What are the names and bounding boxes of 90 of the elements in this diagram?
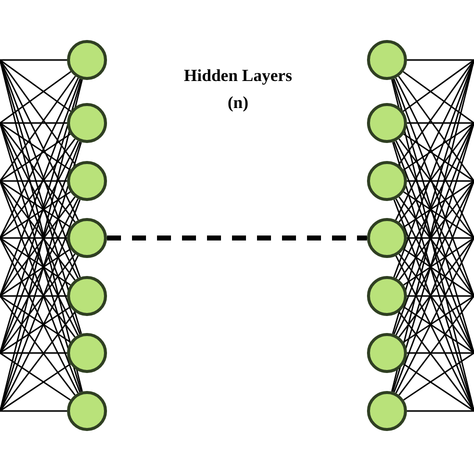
connection-line (0, 238, 76, 338)
connection-line (407, 122, 474, 124)
connection-line (0, 134, 71, 182)
connection-line (402, 59, 474, 112)
connection-line (0, 122, 71, 170)
neuron-circle (367, 391, 407, 431)
connection-line (403, 134, 474, 182)
connection-line (395, 238, 474, 394)
connection-line (395, 180, 474, 336)
connection-line (398, 196, 474, 296)
connection-line (395, 78, 474, 238)
neuron-circle (67, 276, 107, 316)
connection-line (0, 60, 76, 166)
connection-line (402, 71, 474, 124)
connection-line (0, 364, 71, 412)
neuron-circle (67, 103, 107, 143)
connection-line (398, 296, 474, 396)
connection-line (0, 196, 76, 296)
dashed-line (107, 236, 367, 240)
connection-line (0, 180, 76, 280)
connection-line (0, 122, 67, 124)
connection-line (0, 140, 79, 296)
connection-line (0, 237, 71, 286)
neuron-circle (367, 161, 407, 201)
neuron-circle (67, 161, 107, 201)
neuron-circle (367, 103, 407, 143)
neuron-circle (67, 218, 107, 258)
connection-line (0, 352, 67, 354)
connection-line (0, 180, 81, 393)
neuron-circle (67, 40, 107, 80)
connection-line (0, 295, 71, 343)
connection-line (395, 140, 474, 296)
connection-line (403, 180, 474, 228)
connection-line (398, 312, 474, 412)
connection-line (0, 296, 76, 396)
neuron-circle (67, 333, 107, 373)
neuron-circle (67, 391, 107, 431)
connection-line (0, 295, 67, 297)
connection-line (407, 410, 474, 412)
connection-line (0, 410, 67, 412)
connection-line (398, 254, 474, 354)
layer-label: Hidden Layers (n) (183, 65, 293, 114)
connection-line (0, 238, 79, 394)
connection-line (398, 180, 474, 280)
connection-line (398, 60, 474, 166)
connection-line (0, 138, 76, 238)
connection-line (0, 59, 72, 112)
connection-line (0, 59, 67, 61)
connection-line (0, 141, 81, 354)
connection-line (0, 71, 72, 124)
connection-line (0, 76, 76, 182)
connection-line (403, 295, 474, 343)
connection-line (0, 191, 71, 239)
connection-line (403, 364, 474, 412)
connection-line (407, 180, 474, 182)
connection-line (398, 238, 474, 338)
connection-line (403, 191, 474, 239)
connection-line (0, 78, 79, 238)
connection-line (0, 312, 76, 412)
connection-line (0, 254, 76, 354)
connection-line (0, 78, 81, 296)
connection-line (403, 352, 474, 400)
connection-line (398, 122, 474, 222)
connection-line (0, 180, 79, 336)
connection-line (0, 180, 71, 228)
connection-line (0, 352, 71, 400)
connection-line (403, 306, 474, 354)
neuron-circle (367, 218, 407, 258)
neuron-circle (367, 333, 407, 373)
connection-line (403, 248, 474, 297)
connection-line (403, 237, 474, 286)
connection-line (393, 180, 474, 393)
connection-line (407, 352, 474, 354)
connection-line (0, 180, 67, 182)
connection-line (393, 78, 474, 296)
connection-line (0, 248, 71, 297)
neuron-circle (367, 276, 407, 316)
connection-line (407, 237, 474, 239)
connection-line (393, 141, 474, 354)
connection-line (393, 122, 474, 335)
connection-line (398, 76, 474, 182)
connection-line (407, 59, 474, 61)
connection-line (0, 122, 76, 222)
connection-line (0, 237, 67, 239)
connection-line (403, 122, 474, 170)
neuron-circle (367, 40, 407, 80)
connection-line (398, 138, 474, 238)
connection-line (407, 295, 474, 297)
connection-line (0, 122, 81, 335)
connection-line (0, 306, 71, 354)
